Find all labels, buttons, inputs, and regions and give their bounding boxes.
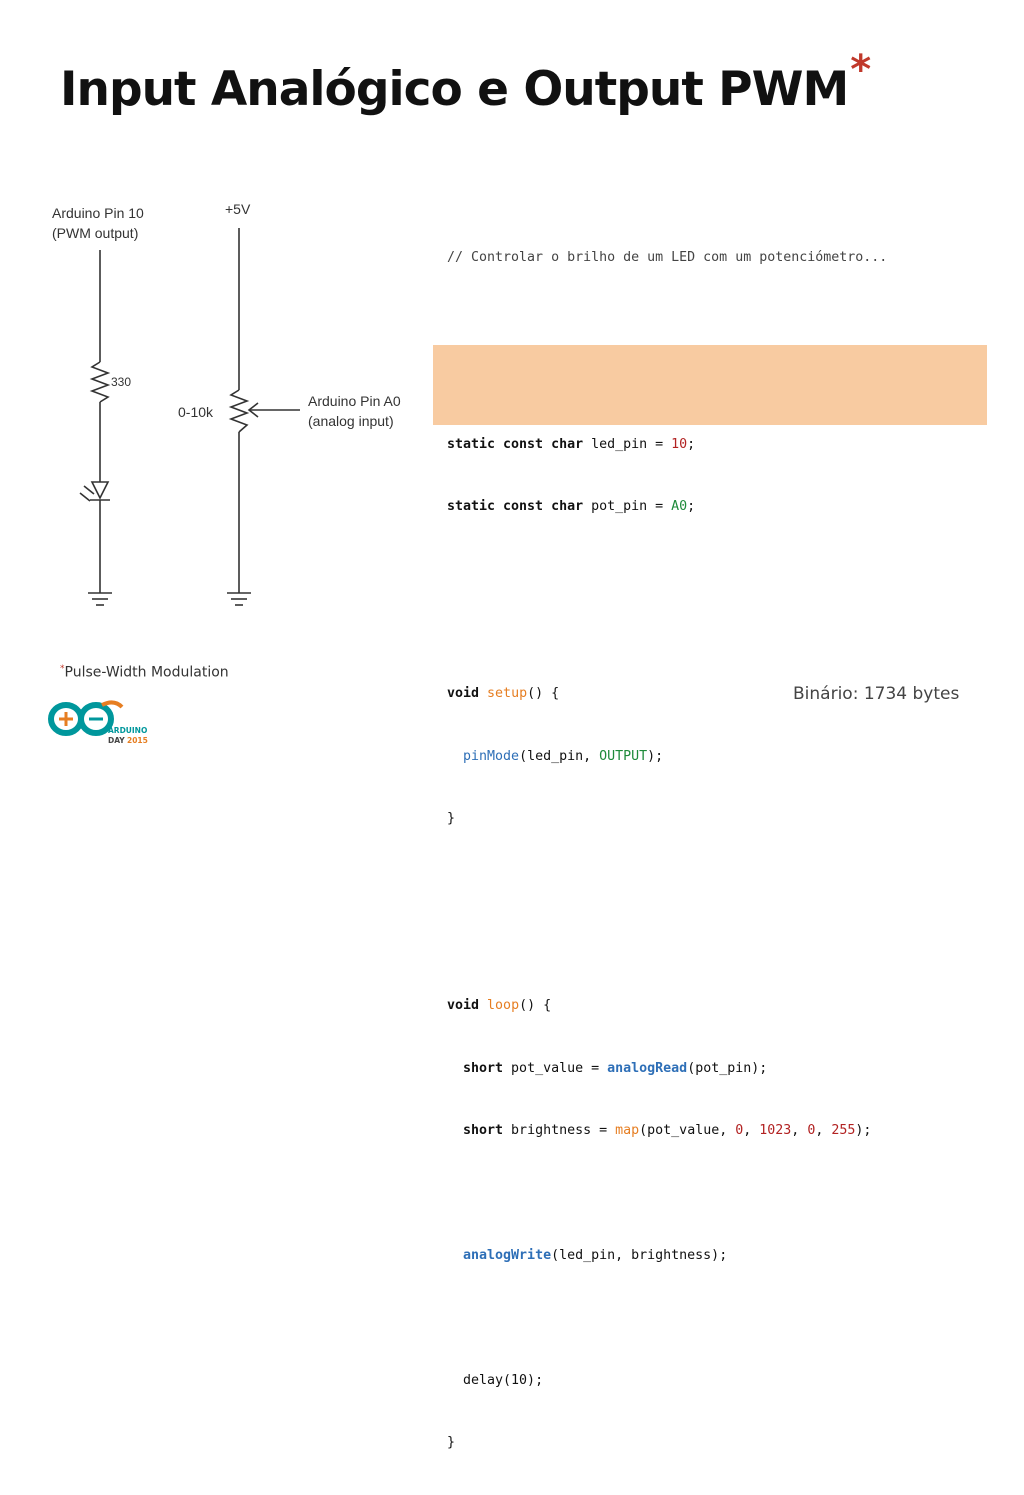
resistor-330 (89, 361, 111, 403)
footnote-mark: * (60, 664, 65, 674)
vcc-label: +5V (225, 201, 251, 217)
arduino-day-logo: ARDUINO DAY 2015 (48, 700, 148, 745)
pinA0-label-1: Arduino Pin A0 (308, 393, 401, 409)
code-block: // Controlar o brilho de um LED com um p… (447, 206, 887, 1495)
code-comment: // Controlar o brilho de um LED com um p… (447, 249, 888, 265)
pot-wiper-arrow (247, 402, 259, 418)
pin10-label-1: Arduino Pin 10 (52, 205, 144, 221)
footnote-text: Pulse-Width Modulation (64, 664, 229, 681)
binary-size: Binário: 1734 bytes (793, 684, 960, 704)
led-arrow-2 (79, 492, 91, 502)
pin10-label-2: (PWM output) (52, 225, 138, 241)
led-arrow-1 (83, 485, 95, 495)
resistor-label: 330 (111, 375, 131, 389)
slide-title-text: Input Analógico e Output PWM (60, 62, 849, 117)
logo-text-arduino: ARDUINO (108, 726, 147, 735)
slide-title: Input Analógico e Output PWM* (60, 47, 871, 117)
code-loop-map: short brightness = map(pot_value, 0, 102… (463, 1123, 872, 1139)
code-loop-close: } (447, 1435, 456, 1451)
code-loop-delay: delay(10); (463, 1372, 544, 1388)
logo-text-day: DAY (108, 736, 125, 745)
code-line-led-pin: static const char led_pin = 10; (447, 436, 696, 452)
pot-label: 0-10k (178, 404, 214, 420)
code-setup-pinmode: pinMode(led_pin, OUTPUT); (463, 748, 664, 764)
title-asterisk: * (850, 47, 871, 93)
footnote: *Pulse-Width Modulation (60, 664, 229, 681)
code-setup-header: void setup() { (447, 686, 560, 702)
code-loop-read: short pot_value = analogRead(pot_pin); (463, 1060, 768, 1076)
code-line-pot-pin: static const char pot_pin = A0; (447, 499, 696, 515)
potentiometer (228, 389, 250, 433)
code-loop-write: analogWrite(led_pin, brightness); (463, 1247, 728, 1263)
setup-highlight (433, 345, 987, 425)
code-loop-header: void loop() { (447, 998, 552, 1014)
circuit-schematic: Arduino Pin 10 (PWM output) +5V 330 0-10… (52, 201, 401, 606)
pinA0-label-2: (analog input) (308, 413, 394, 429)
logo-text-year: 2015 (127, 736, 148, 745)
code-panel: // Controlar o brilho de um LED com um p… (433, 206, 987, 1450)
logo-orange-swoosh (101, 700, 124, 709)
led-diode (90, 481, 110, 500)
code-setup-close: } (447, 811, 456, 827)
